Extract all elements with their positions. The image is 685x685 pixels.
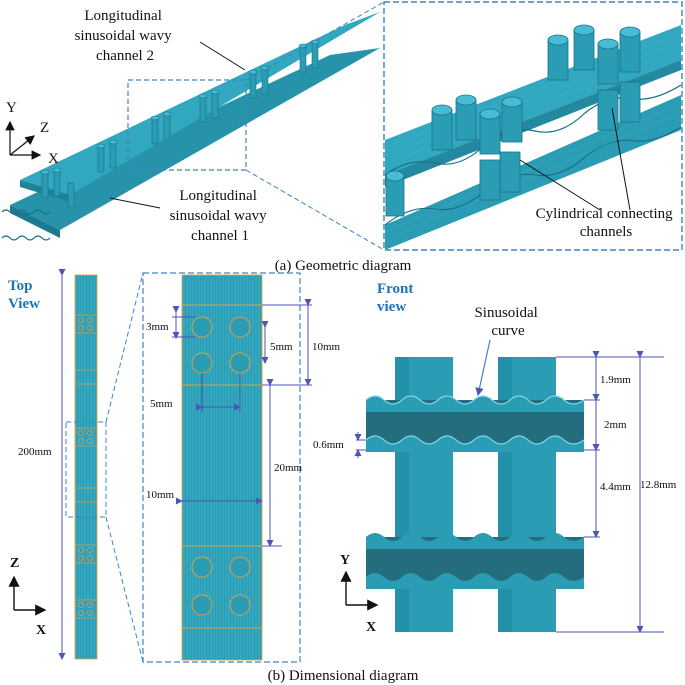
front-dim-lines [354,351,664,633]
dim-5mm-vertical: 5mm [270,341,293,353]
axis-x-top: X [36,623,46,638]
label-channel2: Longitudinal sinusoidal wavy channel 2 [75,8,176,64]
dim-10mm-vertical: 10mm [312,341,341,353]
leader-channel2 [199,41,246,71]
dim-20mm: 20mm [274,462,303,474]
axis-z-top: Z [10,556,19,571]
dim-5mm-horizontal: 5mm [150,398,173,410]
lower-plate [10,48,380,230]
dim-10mm-horizontal: 10mm [146,489,175,501]
leader-channel1 [109,197,161,209]
front-view-drawing [365,357,585,632]
caption-geometric: (a) Geometric diagram [275,258,412,274]
axis-z-label: Z [40,120,49,136]
dim-1-9mm: 1.9mm [600,374,631,386]
top-view-title: Top View [8,278,40,312]
caption-dimensional: (b) Dimensional diagram [268,668,419,684]
dim-200: 200mm [18,446,52,458]
axis-y-front: Y [340,553,350,568]
dim-0-6mm: 0.6mm [313,439,344,451]
sinusoidal-curve-label: Sinusoidal curve [474,305,541,339]
zoom-panel: Cylindrical connecting channels [383,1,683,251]
detail-dim-lines [172,299,312,547]
label-channel1: Longitudinal sinusoidal wavy channel 1 [170,188,271,244]
axis-x-front: X [366,620,376,635]
dim-12-8mm: 12.8mm [640,479,677,491]
dim-3mm: 3mm [146,321,169,333]
zoom-region-box [127,79,247,171]
axes-3d: Y Z X [5,100,59,167]
dim-4-4mm: 4.4mm [600,481,631,493]
front-view-title: Front view [377,281,417,315]
dim-2mm: 2mm [604,419,627,431]
axes-top-view: Z X [8,556,47,638]
axis-y-label: Y [6,100,17,116]
axis-x-label: X [48,151,59,167]
top-view-strip [65,274,107,660]
overview-3d [1,1,385,251]
axes-front-view: Y X [340,553,379,635]
label-cylindrical: Cylindrical connecting channels [536,206,677,240]
